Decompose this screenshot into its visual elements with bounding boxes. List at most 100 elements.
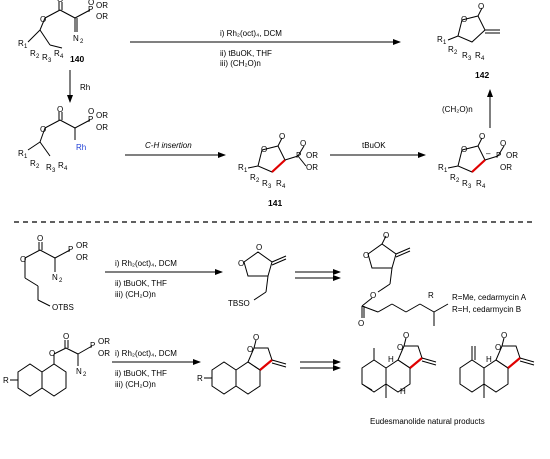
compound-label-141: 141 xyxy=(268,198,282,208)
cedarmycin-legend-b: R=H, cedarmycin B xyxy=(452,305,521,314)
ced-cond-3: iii) (CH₂O)n xyxy=(115,290,156,299)
svg-text:R: R xyxy=(18,149,24,158)
ced-cond-2: ii) tBuOK, THF xyxy=(115,279,167,288)
svg-text:OR: OR xyxy=(96,111,108,120)
svg-text:R: R xyxy=(197,374,203,383)
compound-label-140: 140 xyxy=(70,54,84,64)
svg-text:O: O xyxy=(57,105,63,114)
svg-text:1: 1 xyxy=(24,44,28,50)
svg-text:R: R xyxy=(58,161,64,170)
svg-text:O: O xyxy=(88,0,94,7)
svg-text:O: O xyxy=(253,333,259,342)
svg-text:N: N xyxy=(76,367,82,376)
svg-text:N: N xyxy=(73,34,79,43)
svg-text:OR: OR xyxy=(306,163,318,172)
cond-main-1: i) Rh₂(oct)₄, DCM xyxy=(220,29,282,38)
svg-text:P: P xyxy=(68,245,73,254)
svg-text:OTBS: OTBS xyxy=(52,303,74,312)
svg-text:N: N xyxy=(52,273,58,282)
svg-text:3: 3 xyxy=(52,168,56,174)
svg-text:O: O xyxy=(461,145,467,154)
svg-text:O: O xyxy=(37,234,43,243)
svg-text:O: O xyxy=(279,132,285,141)
svg-text:O: O xyxy=(49,349,55,358)
structure-cedarmycin-precursor: O O P OR OR N 2 OTBS xyxy=(20,234,88,312)
svg-text:2: 2 xyxy=(256,178,260,184)
cond-main-2: ii) tBuOK, THF xyxy=(220,49,272,58)
svg-text:P: P xyxy=(496,151,501,160)
svg-text:R: R xyxy=(54,49,60,58)
svg-text:4: 4 xyxy=(282,184,286,190)
svg-text:2: 2 xyxy=(59,278,63,284)
cedarmycin-legend-a: R=Me, cedarmycin A xyxy=(452,293,527,302)
svg-text:R: R xyxy=(438,163,444,172)
svg-text:O: O xyxy=(238,259,244,268)
ced-cond-1: i) Rh₂(oct)₄, DCM xyxy=(115,259,177,268)
ch2o-label: (CH₂O)n xyxy=(442,105,473,114)
svg-text:2: 2 xyxy=(83,372,87,378)
svg-text:OR: OR xyxy=(500,163,512,172)
structure-rh-carbenoid: O O P OR OR O Rh R 1 R 2 R 3 R 4 xyxy=(18,105,108,174)
svg-text:3: 3 xyxy=(468,56,472,62)
svg-text:O: O xyxy=(363,251,369,260)
svg-text:OR: OR xyxy=(96,1,108,10)
svg-text:OR: OR xyxy=(76,241,88,250)
svg-text:OR: OR xyxy=(98,337,110,346)
svg-text:OR: OR xyxy=(98,349,110,358)
svg-text:1: 1 xyxy=(244,168,248,174)
svg-text:OR: OR xyxy=(76,253,88,262)
svg-text:P: P xyxy=(88,5,93,14)
svg-text:O: O xyxy=(461,15,467,24)
svg-text:R: R xyxy=(30,49,36,58)
structure-eudesmanolide-product-1: H O O H xyxy=(361,331,437,398)
svg-text:O: O xyxy=(300,139,306,148)
svg-text:R: R xyxy=(276,179,282,188)
svg-text:R: R xyxy=(18,39,24,48)
svg-text:O: O xyxy=(478,2,484,11)
structure-141: O O P O OR OR R 1 R 2 R 3 R 4 141 xyxy=(238,132,318,208)
svg-text:R: R xyxy=(448,45,454,54)
svg-text:3: 3 xyxy=(48,58,52,64)
svg-text:O: O xyxy=(370,291,376,300)
svg-text:O: O xyxy=(500,139,506,148)
svg-text:O: O xyxy=(20,255,26,264)
svg-text:3: 3 xyxy=(268,184,272,190)
svg-text:4: 4 xyxy=(482,184,486,190)
structure-eudesmanolide-product-2: H O O xyxy=(459,331,535,398)
svg-text:O: O xyxy=(40,15,46,24)
svg-text:–: – xyxy=(486,149,491,158)
ch-insertion-label: C-H insertion xyxy=(145,141,192,150)
svg-text:R: R xyxy=(462,179,468,188)
svg-text:R: R xyxy=(238,163,244,172)
svg-text:OR: OR xyxy=(306,151,318,160)
svg-text:O: O xyxy=(63,332,69,341)
svg-text:OR: OR xyxy=(96,123,108,132)
structure-eudesmanolide-precursor: R O O P OR OR N 2 xyxy=(3,332,110,397)
svg-text:R: R xyxy=(46,163,52,172)
svg-text:TBSO: TBSO xyxy=(228,299,250,308)
svg-text:H: H xyxy=(400,387,406,396)
svg-text:O: O xyxy=(256,243,262,252)
tbuok-label: tBuOK xyxy=(362,141,386,150)
svg-text:1: 1 xyxy=(24,154,28,160)
svg-text:2: 2 xyxy=(36,54,40,60)
svg-text:R: R xyxy=(437,35,443,44)
svg-text:O: O xyxy=(261,145,267,154)
svg-text:R: R xyxy=(42,53,48,62)
svg-text:O: O xyxy=(40,125,46,134)
svg-text:2: 2 xyxy=(36,164,40,170)
svg-text:O: O xyxy=(358,319,364,328)
svg-text:Rh: Rh xyxy=(76,143,86,152)
eudesmanolide-caption: Eudesmanolide natural products xyxy=(370,417,485,426)
svg-text:H: H xyxy=(388,355,394,364)
structure-cedarmycin-lactone: O O TBSO xyxy=(228,243,287,308)
svg-text:1: 1 xyxy=(444,168,448,174)
eud-cond-1: i) Rh₂(oct)₄, DCM xyxy=(115,349,177,358)
structure-eudesmanolide-lactone: R O O xyxy=(197,333,287,395)
svg-text:O: O xyxy=(88,107,94,116)
structure-142: O O R 1 R 2 R 3 R 4 142 xyxy=(437,2,500,80)
svg-text:H: H xyxy=(486,355,492,364)
svg-text:R: R xyxy=(476,179,482,188)
svg-text:P: P xyxy=(90,341,95,350)
structure-140: O O P OR OR O N 2 R 1 R 2 R 3 R 4 140 xyxy=(18,0,108,64)
